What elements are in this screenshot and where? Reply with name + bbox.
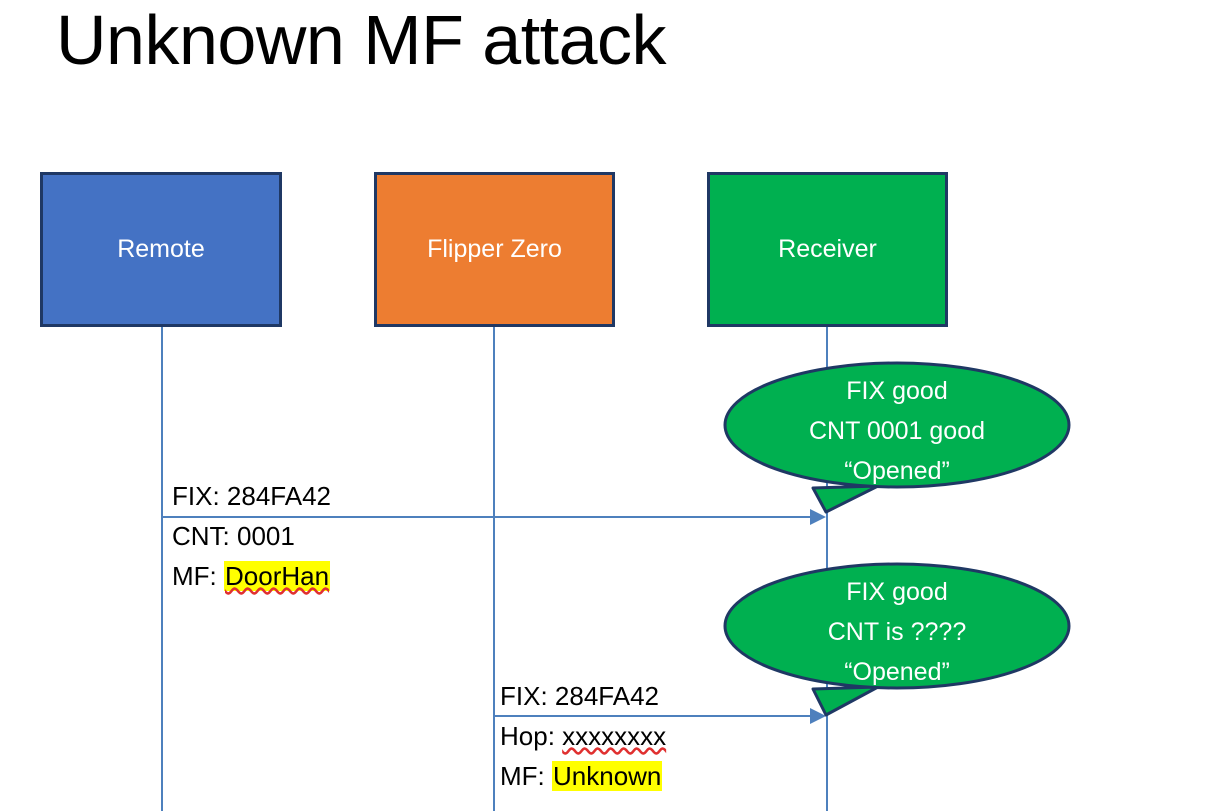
message-labels-2: FIX: 284FA42 Hop: xxxxxxxx MF: Unknown <box>500 676 666 796</box>
message-2-line-3: MF: Unknown <box>500 756 666 796</box>
message-1-line-2-prefix: CNT: <box>172 521 237 551</box>
lifeline-remote <box>161 327 163 811</box>
message-2-line-1: FIX: 284FA42 <box>500 676 666 716</box>
actor-label-flipper: Flipper Zero <box>427 235 562 263</box>
message-1-line-2: CNT: 0001 <box>172 516 331 556</box>
actor-label-remote: Remote <box>117 235 205 263</box>
message-1-line-3: MF: DoorHan <box>172 556 331 596</box>
message-1-line-1: FIX: 284FA42 <box>172 476 331 516</box>
message-2-line-3-value: Unknown <box>552 761 663 791</box>
speech-bubble-shape-2 <box>723 562 1071 717</box>
speech-bubble-shape-1 <box>723 361 1071 514</box>
message-2-line-1-prefix: FIX: <box>500 681 555 711</box>
speech-bubble-receiver-2: FIX good CNT is ???? “Opened” <box>723 562 1071 717</box>
message-labels-1: FIX: 284FA42 CNT: 0001 MF: DoorHan <box>172 476 331 596</box>
lifeline-flipper <box>493 327 495 811</box>
message-arrowhead-2 <box>810 708 826 724</box>
message-2-line-1-value: 284FA42 <box>554 681 659 711</box>
message-1-line-1-prefix: FIX: <box>172 481 227 511</box>
message-1-line-1-value: 284FA42 <box>226 481 331 511</box>
message-2-line-3-prefix: MF: <box>500 761 552 791</box>
message-1-line-3-value: DoorHan <box>224 561 331 591</box>
actor-label-receiver: Receiver <box>778 235 877 263</box>
speech-bubble-receiver-1: FIX good CNT 0001 good “Opened” <box>723 361 1071 514</box>
actor-box-flipper[interactable]: Flipper Zero <box>374 172 615 327</box>
actor-box-receiver[interactable]: Receiver <box>707 172 948 327</box>
page-title: Unknown MF attack <box>56 1 667 79</box>
message-1-line-3-prefix: MF: <box>172 561 224 591</box>
message-arrowhead-1 <box>810 509 826 525</box>
message-2-line-2-value: xxxxxxxx <box>562 721 667 751</box>
message-2-line-2: Hop: xxxxxxxx <box>500 716 666 756</box>
message-2-line-2-prefix: Hop: <box>500 721 563 751</box>
message-1-line-2-value: 0001 <box>237 521 295 551</box>
message-arrow-line-2 <box>493 715 818 717</box>
message-arrow-line-1 <box>161 516 818 518</box>
actor-box-remote[interactable]: Remote <box>40 172 282 327</box>
